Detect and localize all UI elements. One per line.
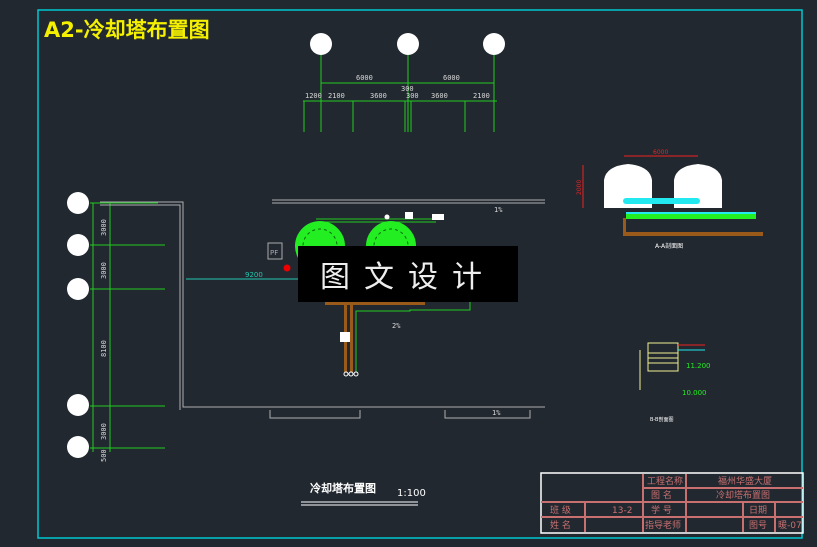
- dim-3000-c: 3000: [100, 423, 108, 440]
- dim-3000-a: 3000: [100, 219, 108, 236]
- class-value: 13-2: [612, 506, 632, 516]
- plan-title: 冷却塔布置图: [310, 481, 376, 495]
- drawing-name: 冷却塔布置图: [716, 489, 770, 501]
- drawing-title: A2-冷却塔布置图: [44, 18, 210, 42]
- pf-tag: PF: [270, 249, 278, 257]
- dim-500: 500: [100, 449, 108, 462]
- dim-3000-b: 3000: [100, 262, 108, 279]
- cooling-tower-elevation: [604, 164, 652, 208]
- axis-bubble: [67, 278, 89, 300]
- section-a-label: A-A剖面图: [655, 242, 683, 250]
- date-label: 日期: [749, 505, 767, 516]
- slope-label-top: 1%: [494, 206, 503, 214]
- cooling-tower-elevation: [674, 164, 722, 208]
- top-grid-axes: 6000 6000 1200 2100 3600 300 300 3600 21…: [303, 33, 505, 132]
- section-b-b: 11.200 10.000 B-B剖面图: [639, 342, 711, 423]
- slope-label-mid: 2%: [392, 322, 401, 330]
- section-a-height-dim: 2000: [576, 180, 583, 195]
- axis-bubble: [67, 436, 89, 458]
- drawing-no-label: 图号: [749, 520, 767, 531]
- axis-bubble: [483, 33, 505, 55]
- dim-1200: 1200: [305, 92, 322, 100]
- section-a-a: 6000 2000 A-A剖面图: [576, 149, 763, 250]
- piping: 9200 PF: [186, 212, 471, 377]
- student-id-label: 学 号: [651, 504, 672, 516]
- left-grid-axes: 3000 3000 8100 3000 500: [67, 192, 165, 462]
- axis-bubble: [67, 394, 89, 416]
- elevation-upper: 11.200: [686, 362, 711, 370]
- project-name: 福州华盛大厦: [718, 475, 772, 487]
- elevation-lower: 10.000: [682, 389, 707, 397]
- dim-3600: 3600: [370, 92, 387, 100]
- drawing-frame: [37, 9, 803, 539]
- dim-8100: 8100: [100, 340, 108, 357]
- watermark: 图文设计: [298, 246, 518, 302]
- valve-red: [283, 264, 291, 272]
- section-a-width-dim: 6000: [653, 149, 668, 156]
- building-walls: [100, 199, 545, 419]
- dim-300a: 300: [401, 85, 414, 93]
- title-block: 工程名称 福州华盛大厦 图 名 冷却塔布置图 班 级 13-2 学 号 日期 姓…: [540, 472, 804, 534]
- axis-bubble: [310, 33, 332, 55]
- pipe-length-label: 9200: [245, 271, 263, 279]
- dim-300b: 300: [406, 92, 419, 100]
- dim-2100b: 2100: [473, 92, 490, 100]
- dim-2100: 2100: [328, 92, 345, 100]
- dim-6000-left: 6000: [356, 74, 373, 82]
- axis-bubble: [67, 192, 89, 214]
- class-label: 班 级: [550, 504, 571, 516]
- dim-3600b: 3600: [431, 92, 448, 100]
- name-label: 姓 名: [550, 519, 571, 531]
- project-name-label: 工程名称: [647, 475, 683, 487]
- plan-scale: 1:100: [397, 488, 426, 499]
- section-b-label: B-B剖面图: [650, 416, 674, 423]
- dim-6000-right: 6000: [443, 74, 460, 82]
- advisor-label: 指导老师: [645, 519, 681, 531]
- drawing-no: 暖-07: [778, 519, 802, 531]
- slope-label-bottom: 1%: [492, 409, 501, 417]
- axis-bubble: [67, 234, 89, 256]
- pf-equipment: [267, 242, 283, 260]
- axis-bubble: [397, 33, 419, 55]
- drawing-name-label: 图 名: [651, 489, 672, 501]
